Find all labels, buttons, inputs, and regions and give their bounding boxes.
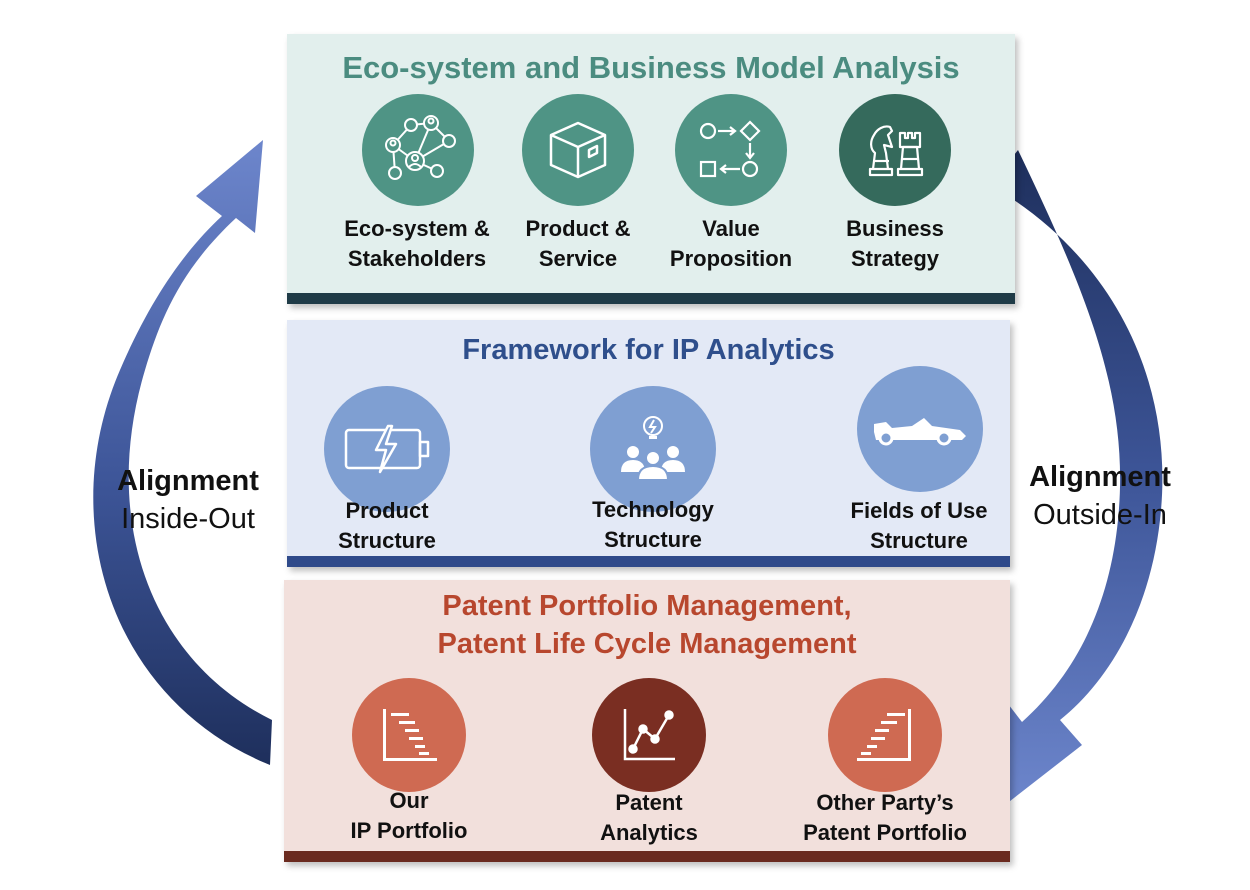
product-structure-label: Product Structure — [287, 496, 487, 556]
product-structure-label-line1: Product — [345, 498, 429, 523]
business-strategy-label: Business Strategy — [785, 214, 1005, 274]
framework-panel: Framework for IP Analytics Product Struc… — [287, 320, 1010, 567]
product-structure-label-line2: Structure — [338, 528, 436, 553]
other-party-portfolio-label-line1: Other Party’s — [816, 790, 954, 815]
patent-analytics-label: Patent Analytics — [549, 788, 749, 848]
technology-structure-circle — [590, 386, 716, 512]
technology-structure-label-line2: Structure — [604, 527, 702, 552]
fields-of-use-circle — [857, 366, 983, 492]
patent-management-panel: Patent Portfolio Management, Patent Life… — [284, 580, 1010, 862]
fields-of-use-label-line2: Structure — [870, 528, 968, 553]
product-service-circle — [522, 94, 634, 206]
patent-management-title-line2: Patent Life Cycle Management — [437, 628, 857, 660]
ecosystem-label-line1: Eco-system & — [344, 216, 490, 241]
ecosystem-panel-bar — [287, 293, 1015, 304]
other-party-portfolio-circle — [828, 678, 942, 792]
left-alignment-bold: Alignment — [117, 465, 259, 497]
fields-of-use-label: Fields of Use Structure — [809, 496, 1029, 556]
other-party-portfolio-label: Other Party’s Patent Portfolio — [775, 788, 995, 848]
team-lightbulb-icon — [621, 416, 685, 481]
right-alignment-bold: Alignment — [1029, 461, 1171, 493]
fields-of-use-label-line1: Fields of Use — [850, 498, 988, 523]
step-chart-icon — [857, 709, 911, 761]
value-proposition-label-line2: Proposition — [669, 246, 793, 271]
patent-management-title-line1: Patent Portfolio Management, — [442, 590, 852, 622]
left-alignment-direction: Inside-Out — [121, 503, 255, 535]
left-alignment-arrow — [93, 140, 272, 765]
ecosystem-panel: Eco-system and Business Model Analysis E… — [287, 34, 1015, 304]
product-structure-circle — [324, 386, 450, 512]
technology-structure-label-line1: Technology — [592, 497, 714, 522]
product-service-label-line2: Service — [538, 246, 618, 271]
ecosystem-label-line2: Stakeholders — [347, 246, 487, 271]
our-ip-portfolio-label-line2: IP Portfolio — [350, 818, 468, 843]
race-car-icon — [874, 418, 966, 446]
other-party-portfolio-label-line2: Patent Portfolio — [803, 820, 967, 845]
ecosystem-panel-title: Eco-system and Business Model Analysis — [342, 50, 960, 85]
chess-pieces-icon — [868, 125, 924, 177]
patent-analytics-label-line1: Patent — [615, 790, 683, 815]
flow-shapes-icon — [699, 120, 761, 178]
network-people-icon — [385, 115, 456, 180]
battery-bolt-icon — [344, 424, 430, 474]
ecosystem-label: Eco-system & Stakeholders — [307, 214, 527, 274]
right-alignment-label: Alignment Outside-In — [1010, 458, 1190, 534]
framework-panel-title: Framework for IP Analytics — [462, 334, 835, 366]
left-alignment-label: Alignment Inside-Out — [98, 462, 278, 538]
box-icon — [549, 121, 607, 179]
value-proposition-label: Value Proposition — [621, 214, 841, 274]
value-proposition-label-line1: Value — [702, 216, 760, 241]
right-alignment-direction: Outside-In — [1033, 499, 1167, 531]
business-strategy-label-line2: Strategy — [850, 246, 940, 271]
technology-structure-label: Technology Structure — [553, 495, 753, 555]
patent-management-panel-bar — [284, 851, 1010, 862]
framework-panel-bar — [287, 556, 1010, 567]
product-service-label: Product & Service — [468, 214, 688, 274]
line-chart-icon — [623, 709, 675, 761]
gantt-chart-icon — [383, 709, 437, 761]
product-service-label-line1: Product & — [525, 216, 631, 241]
right-alignment-arrow — [990, 150, 1163, 805]
our-ip-portfolio-label: Our IP Portfolio — [309, 786, 509, 846]
patent-analytics-circle — [592, 678, 706, 792]
value-proposition-circle — [675, 94, 787, 206]
patent-analytics-label-line2: Analytics — [600, 820, 698, 845]
business-strategy-circle — [839, 94, 951, 206]
business-strategy-label-line1: Business — [846, 216, 944, 241]
our-ip-portfolio-label-line1: Our — [389, 788, 429, 813]
ecosystem-circle — [362, 94, 474, 206]
our-ip-portfolio-circle — [352, 678, 466, 792]
